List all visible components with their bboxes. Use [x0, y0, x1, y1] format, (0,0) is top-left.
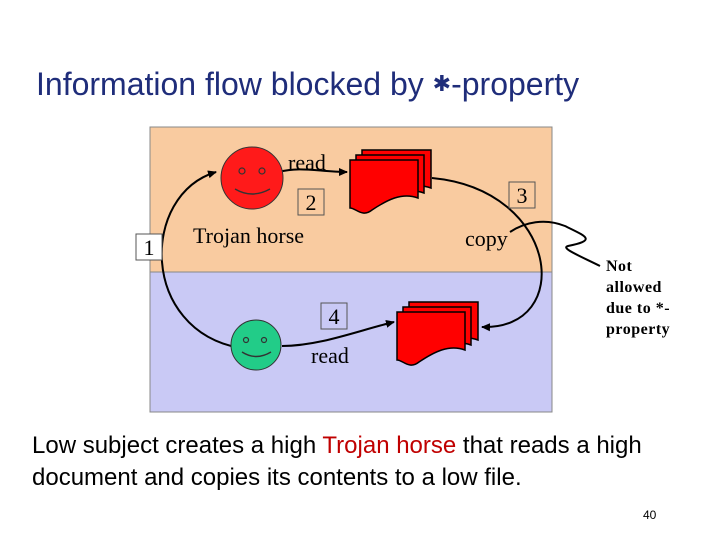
low-security-region — [149, 271, 553, 413]
step-badge-1: 1 — [135, 233, 163, 261]
step-number-1: 1 — [144, 235, 155, 260]
low-document-stack — [396, 301, 479, 366]
page-number: 40 — [643, 508, 657, 522]
trojan-horse-label: Trojan horse — [193, 223, 305, 248]
note-line-1: Not — [606, 258, 633, 275]
star-symbol: ✱ — [432, 71, 452, 96]
note-line-3: due to *- — [606, 300, 671, 317]
step-number-3: 3 — [517, 183, 528, 208]
title-suffix: -property — [451, 66, 580, 102]
blocked-squiggle — [509, 220, 601, 267]
arrow-create-trojan — [160, 170, 241, 349]
arrow-read-low — [281, 319, 395, 347]
caption-after: that reads a high document and copies it… — [32, 432, 642, 491]
step-badge-4: 4 — [320, 302, 348, 330]
title-prefix: Information flow blocked by — [36, 66, 433, 102]
read-high-label: read — [288, 150, 326, 175]
slide-title: Information flow blocked by ✱-property — [36, 66, 579, 103]
read-low-label: read — [311, 343, 349, 368]
step-number-2: 2 — [306, 190, 317, 215]
step-badge-3: 3 — [508, 181, 536, 209]
step-badge-2: 2 — [297, 188, 325, 216]
copy-label: copy — [465, 226, 508, 251]
note-line-2: allowed — [606, 279, 662, 296]
slide-caption: Low subject creates a high Trojan horse … — [32, 430, 702, 494]
caption-highlight: Trojan horse — [322, 432, 457, 459]
low-subject-face — [230, 319, 282, 371]
arrow-read-high — [278, 167, 348, 176]
high-document-stack — [349, 149, 432, 214]
step-number-4: 4 — [329, 304, 340, 329]
not-allowed-note: Not allowed due to *- property — [606, 256, 692, 340]
trojan-horse-face — [220, 146, 284, 210]
note-line-4: property — [606, 321, 671, 338]
arrow-copy — [431, 177, 543, 332]
caption-before: Low subject creates a high — [32, 432, 323, 459]
